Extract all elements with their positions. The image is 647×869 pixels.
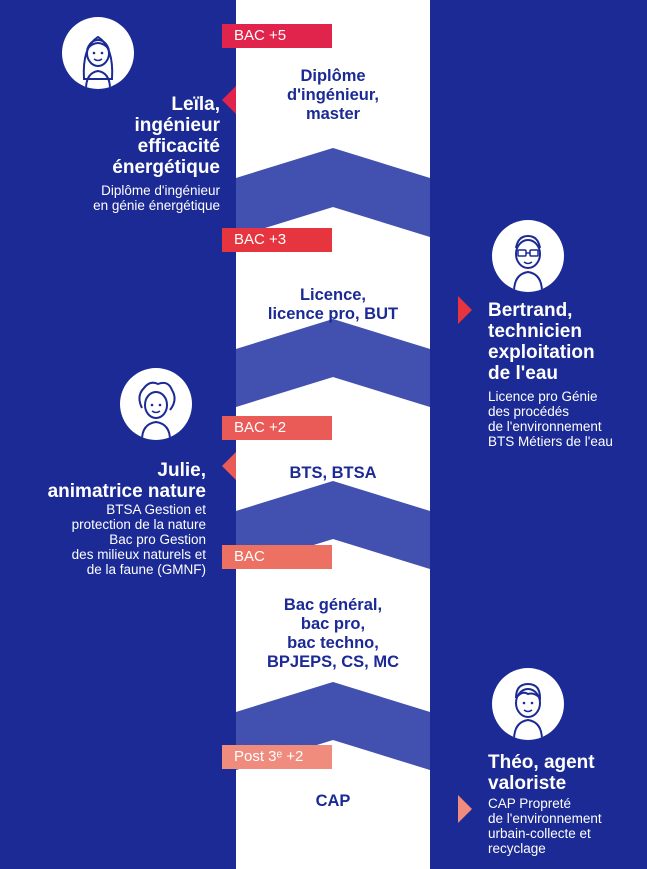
level-text-bac2: BTS, BTSA: [289, 464, 377, 482]
person-desc-theo: CAP Propreté de l'environnement urbain-c…: [488, 796, 602, 856]
transition-band: [236, 148, 430, 237]
person-name-julie: Julie, animatrice nature: [47, 460, 206, 502]
pointer-arrow-left: [222, 86, 236, 114]
avatar-leila: [62, 17, 134, 89]
pointer-arrow-left: [222, 452, 236, 480]
level-text-bac: Bac général, bac pro, bac techno, BPJEPS…: [266, 596, 400, 671]
person-desc-bertrand: Licence pro Génie des procédés de l'envi…: [488, 389, 613, 449]
person-desc-leila: Diplôme d'ingénieur en génie énergétique: [93, 183, 220, 213]
level-badge-bac2: BAC +2: [222, 416, 332, 440]
level-badge-bac5: BAC +5: [222, 24, 332, 48]
avatar-bertrand: [492, 220, 564, 292]
level-text-bac3: Licence, licence pro, BUT: [267, 286, 399, 323]
woman-long-hair-icon: [82, 35, 114, 89]
level-segment: [236, 539, 430, 712]
young-man-icon: [513, 682, 543, 740]
person-name-bertrand: Bertrand, technicien exploitation de l'e…: [488, 300, 595, 384]
person-name-theo: Théo, agent valoriste: [488, 752, 595, 794]
level-badge-bac: BAC: [222, 545, 332, 569]
level-segment: [236, 377, 430, 511]
person-name-leila: Leïla, ingénieur efficacité énergétique: [112, 94, 220, 178]
level-segment: [236, 740, 430, 869]
transition-band: [236, 319, 430, 407]
pointer-arrow-right: [458, 795, 472, 823]
level-badge-post3: Post 3ᵉ +2: [222, 745, 332, 769]
avatar-theo: [492, 668, 564, 740]
man-glasses-icon: [513, 234, 543, 292]
level-text-cap: CAP: [315, 792, 351, 810]
avatar-julie: [120, 368, 192, 440]
person-desc-julie: BTSA Gestion et protection de la nature …: [71, 502, 206, 577]
woman-curly-hair-icon: [138, 381, 176, 440]
pointer-arrow-right: [458, 296, 472, 324]
level-text-bac5: Diplôme d'ingénieur, master: [287, 67, 379, 123]
level-badge-bac3: BAC +3: [222, 228, 332, 252]
